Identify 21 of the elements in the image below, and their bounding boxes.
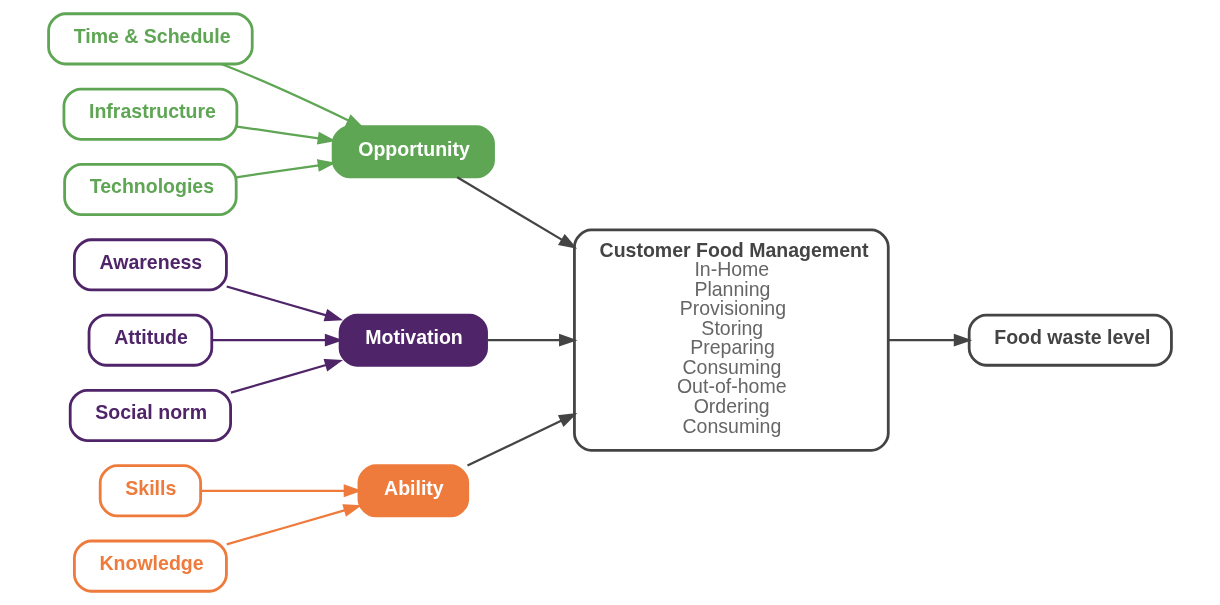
- arrow: [226, 285, 344, 322]
- arrow: [220, 63, 365, 129]
- node-box: Social norm: [68, 388, 232, 442]
- node-box: Infrastructure: [62, 87, 239, 141]
- node-box: Skills: [98, 464, 202, 518]
- node-box: Motivation: [338, 313, 488, 367]
- arrow: [486, 333, 578, 347]
- node-box: Ability: [357, 464, 470, 518]
- arrow: [230, 359, 344, 394]
- node-box: Attitude: [87, 313, 214, 367]
- arrow: [888, 333, 973, 347]
- arrow: [456, 176, 578, 249]
- arrow: [226, 504, 362, 546]
- node-box: Technologies: [63, 163, 238, 217]
- arrow: [467, 413, 578, 467]
- node-box: Awareness: [73, 238, 228, 292]
- node-box: Customer Food Management In-Home Planning Provisioning Storing Preparing Consuming Out-of-home Ordering Consuming: [573, 228, 890, 452]
- node-box: Time & Schedule: [47, 12, 254, 66]
- node-box: Opportunity: [331, 125, 495, 179]
- node-box: Knowledge: [73, 539, 228, 593]
- node-box: Food waste level: [967, 313, 1173, 367]
